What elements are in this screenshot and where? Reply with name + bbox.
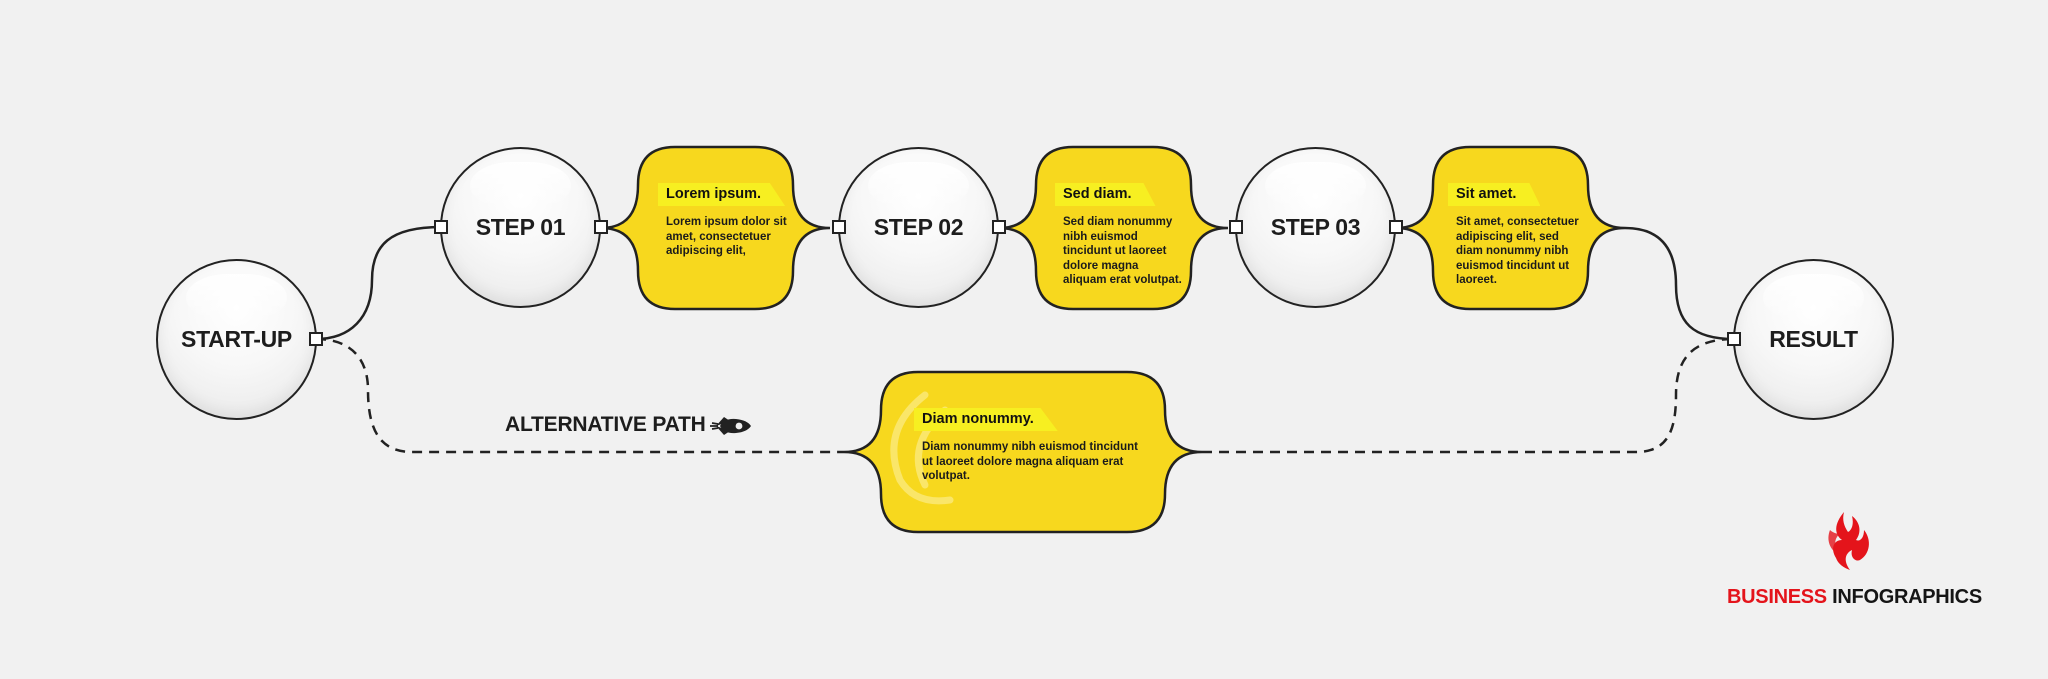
start-up-label: START-UP: [181, 326, 292, 352]
connector-start-step1: [315, 225, 442, 341]
connector-step3-result: [1624, 226, 1735, 341]
result-node: RESULT: [1733, 259, 1894, 420]
step-03-label: STEP 03: [1270, 214, 1361, 240]
step-02-label: STEP 02: [873, 214, 964, 240]
alt-path-right: [1202, 337, 1735, 454]
brand-word-infographics: INFOGRAPHICS: [1832, 586, 1982, 608]
step-03-node: STEP 03: [1235, 147, 1396, 308]
card-3-title: Sit amet.: [1448, 183, 1541, 206]
port-result-in: [1727, 332, 1741, 346]
card-1: Lorem ipsum. Lorem ipsum dolor sit amet,…: [658, 183, 788, 259]
card-2-title: Sed diam.: [1055, 183, 1156, 206]
card-4: Diam nonummy. Diam nonummy nibh euismod …: [914, 408, 1144, 484]
port-step2-in: [832, 220, 846, 234]
port-step3-in: [1229, 220, 1243, 234]
step-02-node: STEP 02: [838, 147, 999, 308]
step-01-node: STEP 01: [440, 147, 601, 308]
card-1-text: Lorem ipsum dolor sit amet, consectetuer…: [666, 216, 787, 257]
start-up-node: START-UP: [156, 259, 317, 420]
port-step2-out: [992, 220, 1006, 234]
alternative-path-label: ALTERNATIVE PATH: [505, 413, 706, 436]
port-step1-in: [434, 220, 448, 234]
card-4-text: Diam nonummy nibh euismod tincidunt ut l…: [922, 441, 1138, 482]
card-3-text: Sit amet, consectetuer adipiscing elit, …: [1456, 216, 1579, 286]
brand-word-business: BUSINESS: [1727, 586, 1827, 608]
port-step3-out: [1389, 220, 1403, 234]
result-label: RESULT: [1769, 326, 1858, 352]
rocket-icon: [710, 417, 751, 435]
port-step1-out: [594, 220, 608, 234]
port-start-out: [309, 332, 323, 346]
card-1-title: Lorem ipsum.: [658, 183, 786, 206]
card-3: Sit amet. Sit amet, consectetuer adipisc…: [1448, 183, 1584, 288]
card-4-title: Diam nonummy.: [914, 408, 1058, 431]
card-2: Sed diam. Sed diam nonummy nibh euismod …: [1055, 183, 1185, 288]
brand-wordmark: BUSINESS INFOGRAPHICS: [1727, 586, 1982, 609]
flame-logo-icon: [1828, 512, 1869, 570]
step-01-label: STEP 01: [475, 214, 566, 240]
card-2-text: Sed diam nonummy nibh euismod tincidunt …: [1063, 216, 1182, 286]
